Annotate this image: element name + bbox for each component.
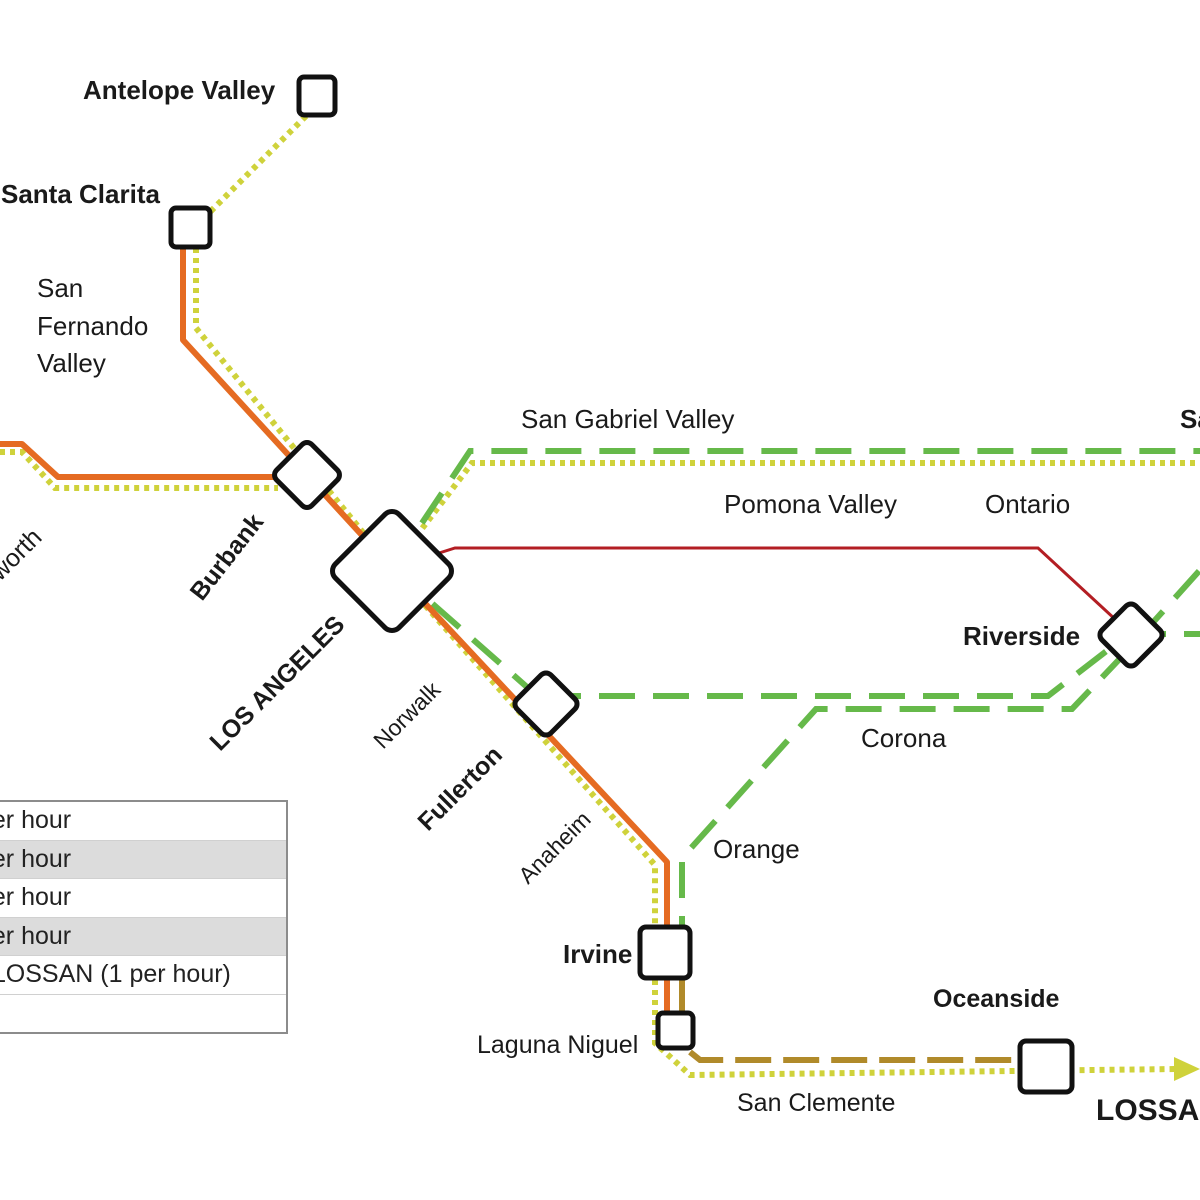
label-san-fernando-valley-line3: Valley	[37, 348, 106, 378]
legend-row: per hour	[0, 917, 286, 956]
label-antelope-valley: Antelope Valley	[83, 75, 276, 105]
label-oceanside: Oceanside	[933, 985, 1060, 1013]
station-burbank[interactable]	[272, 440, 343, 511]
station-fullerton[interactable]	[512, 670, 580, 738]
orange-route-santa-clarita-la	[180, 248, 395, 571]
label-orange: Orange	[713, 834, 800, 864]
station-laguna-niguel[interactable]	[655, 1010, 696, 1051]
orange-route-la-irvine	[389, 565, 670, 1040]
label-san-fernando-valley-line2: Fernando	[37, 311, 148, 341]
label-fullerton: Fullerton	[412, 741, 507, 836]
green-route-san-gabriel	[389, 448, 1200, 570]
station-oceanside[interactable]	[1017, 1038, 1075, 1095]
label-laguna-niguel: Laguna Niguel	[477, 1031, 638, 1059]
label-ontario: Ontario	[985, 489, 1070, 519]
label-norwalk: Norwalk	[368, 676, 445, 753]
legend-box: per hour per hour per hour per hour / LO…	[0, 800, 288, 1034]
yellow-route-santa-clarita-la	[193, 248, 395, 570]
label-riverside: Riverside	[963, 621, 1080, 651]
label-irvine: Irvine	[563, 939, 632, 969]
legend-row: d	[0, 995, 286, 1033]
label-san-gabriel-valley: San Gabriel Valley	[521, 404, 734, 434]
station-antelope-valley[interactable]	[296, 74, 338, 118]
label-pomona-valley: Pomona Valley	[724, 489, 897, 519]
station-santa-clarita[interactable]	[168, 205, 213, 250]
orange-route-west-branch	[0, 441, 308, 480]
label-burbank: Burbank	[185, 508, 270, 605]
yellow-route-west-branch	[0, 449, 278, 491]
legend-row: per hour	[0, 802, 286, 841]
station-irvine[interactable]	[637, 924, 693, 981]
label-san-bernardino-partial: Sa	[1180, 404, 1200, 434]
lossan-arrowhead	[1174, 1057, 1200, 1081]
legend-row: per hour	[0, 840, 286, 879]
label-san-fernando-valley-line1: San	[37, 273, 83, 303]
label-los-angeles: LOS ANGELES	[204, 610, 350, 756]
yellow-route-coast	[652, 980, 1176, 1079]
green-route-fullerton-riverside	[545, 630, 1132, 699]
legend-row: / LOSSAN (1 per hour)	[0, 956, 286, 995]
yellow-route-antelope-santa-clarita	[207, 113, 309, 215]
label-anaheim: Anaheim	[513, 806, 596, 889]
station-riverside[interactable]	[1097, 601, 1165, 669]
label-san-clemente: San Clemente	[737, 1089, 895, 1117]
label-santa-clarita: Santa Clarita	[1, 179, 160, 209]
label-corona: Corona	[861, 723, 947, 753]
label-chatsworth-partial: worth	[0, 523, 47, 587]
yellow-route-la-irvine	[389, 566, 658, 950]
station-los-angeles[interactable]	[328, 507, 455, 634]
legend-row: per hour	[0, 879, 286, 918]
label-lossan-partial: LOSSA	[1096, 1094, 1199, 1127]
olive-route-laguna-oceanside	[688, 1049, 1046, 1063]
